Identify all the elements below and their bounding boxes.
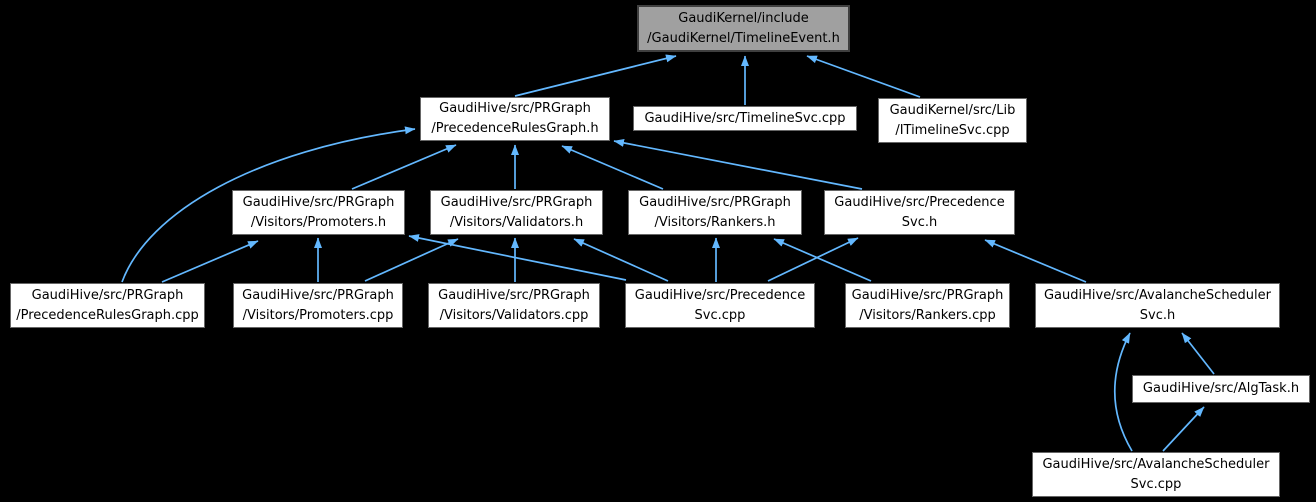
edge-alg-task-h-avalanche-scheduler-svc-h xyxy=(1181,332,1215,375)
node-label-line: /Visitors/Validators.cpp xyxy=(439,307,589,323)
node-label-line: GaudiHive/src/PRGraph xyxy=(438,287,590,303)
edge-avalanche-scheduler-svc-h-precedence-svc-h xyxy=(984,239,1087,283)
node-label-line: /PrecedenceRulesGraph.cpp xyxy=(16,307,199,323)
node-label-line: GaudiHive/src/Precedence xyxy=(834,194,1005,210)
node-label-line: /Visitors/Promoters.cpp xyxy=(242,307,394,323)
edge-precedence-rules-graph-cpp-promoters-h xyxy=(161,240,259,283)
node-label-line: /PrecedenceRulesGraph.h xyxy=(431,121,599,136)
edge-precedence-svc-h-precedence-rules-graph-h xyxy=(613,138,863,190)
node-label-line: GaudiHive/src/PRGraph xyxy=(242,194,395,210)
node-rankers-cpp[interactable]: GaudiHive/src/PRGraph /Visitors/Rankers.… xyxy=(845,283,1010,328)
node-label-line: /Visitors/Rankers.h xyxy=(654,214,776,230)
node-label-line: /Visitors/Promoters.h xyxy=(250,214,387,230)
node-timeline-event-h[interactable]: GaudiKernel/include /GaudiKernel/Timelin… xyxy=(637,5,850,52)
edge-precedence-svc-cpp-precedence-svc-h xyxy=(767,237,859,282)
node-label-line: /Visitors/Validators.h xyxy=(449,214,584,230)
node-alg-task-h[interactable]: GaudiHive/src/AlgTask.h xyxy=(1132,375,1310,403)
node-validators-cpp[interactable]: GaudiHive/src/PRGraph /Visitors/Validato… xyxy=(428,283,600,328)
node-validators-h[interactable]: GaudiHive/src/PRGraph /Visitors/Validato… xyxy=(430,190,603,235)
node-label-line: GaudiHive/src/PRGraph xyxy=(639,194,791,210)
edge-promoters-cpp-validators-h xyxy=(364,238,459,282)
edge-rankers-cpp-rankers-h xyxy=(773,238,872,282)
edge-avalanche-scheduler-svc-cpp-alg-task-h xyxy=(1162,406,1205,452)
node-label-line: Svc.cpp xyxy=(1130,476,1182,492)
node-label-line: /Visitors/Rankers.cpp xyxy=(859,307,996,323)
node-promoters-cpp[interactable]: GaudiHive/src/PRGraph /Visitors/Promoter… xyxy=(233,283,403,328)
edge-avalanche-scheduler-svc-cpp-avalanche-scheduler-svc-h xyxy=(1114,332,1133,452)
edge-rankers-h-precedence-rules-graph-h xyxy=(561,145,664,190)
edge-precedence-svc-cpp-promoters-h xyxy=(408,234,627,281)
node-label-line: GaudiHive/src/Precedence xyxy=(634,287,806,303)
node-label-line: Svc.cpp xyxy=(694,307,746,323)
node-avalanche-scheduler-svc-h[interactable]: GaudiHive/src/AvalancheScheduler Svc.h xyxy=(1035,283,1280,328)
node-precedence-svc-cpp[interactable]: GaudiHive/src/Precedence Svc.cpp xyxy=(625,283,815,328)
edge-precedence-rules-graph-cpp-precedence-rules-graph-h xyxy=(121,126,416,283)
node-label-line: GaudiHive/src/PRGraph xyxy=(851,287,1004,303)
node-label-line: GaudiHive/src/PRGraph xyxy=(242,287,394,303)
node-label-line: GaudiHive/src/PRGraph xyxy=(439,101,591,116)
node-label-line: Svc.h xyxy=(901,214,938,230)
node-label-line: GaudiKernel/src/Lib xyxy=(889,102,1016,118)
node-label-line: GaudiHive/src/AlgTask.h xyxy=(1142,381,1300,396)
node-rankers-h[interactable]: GaudiHive/src/PRGraph /Visitors/Rankers.… xyxy=(628,190,802,235)
node-promoters-h[interactable]: GaudiHive/src/PRGraph /Visitors/Promoter… xyxy=(232,190,405,235)
node-label-line: GaudiHive/src/AvalancheScheduler xyxy=(1043,287,1272,303)
node-label-line: /GaudiKernel/TimelineEvent.h xyxy=(647,30,840,46)
node-label-line: GaudiHive/src/PRGraph xyxy=(440,194,593,210)
node-precedence-svc-h[interactable]: GaudiHive/src/Precedence Svc.h xyxy=(824,190,1015,235)
edge-promoters-h-precedence-rules-graph-h xyxy=(351,144,457,190)
node-label-line: GaudiHive/src/PRGraph xyxy=(31,287,184,303)
node-precedence-rules-graph-cpp[interactable]: GaudiHive/src/PRGraph /PrecedenceRulesGr… xyxy=(10,283,205,328)
node-label-line: /ITimelineSvc.cpp xyxy=(895,122,1010,138)
node-avalanche-scheduler-svc-cpp[interactable]: GaudiHive/src/AvalancheScheduler Svc.cpp xyxy=(1032,452,1280,497)
node-label-line: GaudiKernel/include xyxy=(678,10,809,26)
node-precedence-rules-graph-h[interactable]: GaudiHive/src/PRGraph /PrecedenceRulesGr… xyxy=(420,97,610,141)
node-itimeline-svc-cpp[interactable]: GaudiKernel/src/Lib /ITimelineSvc.cpp xyxy=(878,98,1027,143)
edge-precedence-rules-graph-h-timeline-event-h xyxy=(514,54,677,97)
node-label-line: GaudiHive/src/TimelineSvc.cpp xyxy=(644,110,846,126)
node-label-line: GaudiHive/src/AvalancheScheduler xyxy=(1042,456,1270,472)
edge-precedence-svc-cpp-validators-h xyxy=(573,238,669,282)
node-timeline-svc-cpp[interactable]: GaudiHive/src/TimelineSvc.cpp xyxy=(633,106,857,131)
edge-itimeline-svc-cpp-timeline-event-h xyxy=(806,55,921,98)
node-label-line: Svc.h xyxy=(1139,307,1176,323)
